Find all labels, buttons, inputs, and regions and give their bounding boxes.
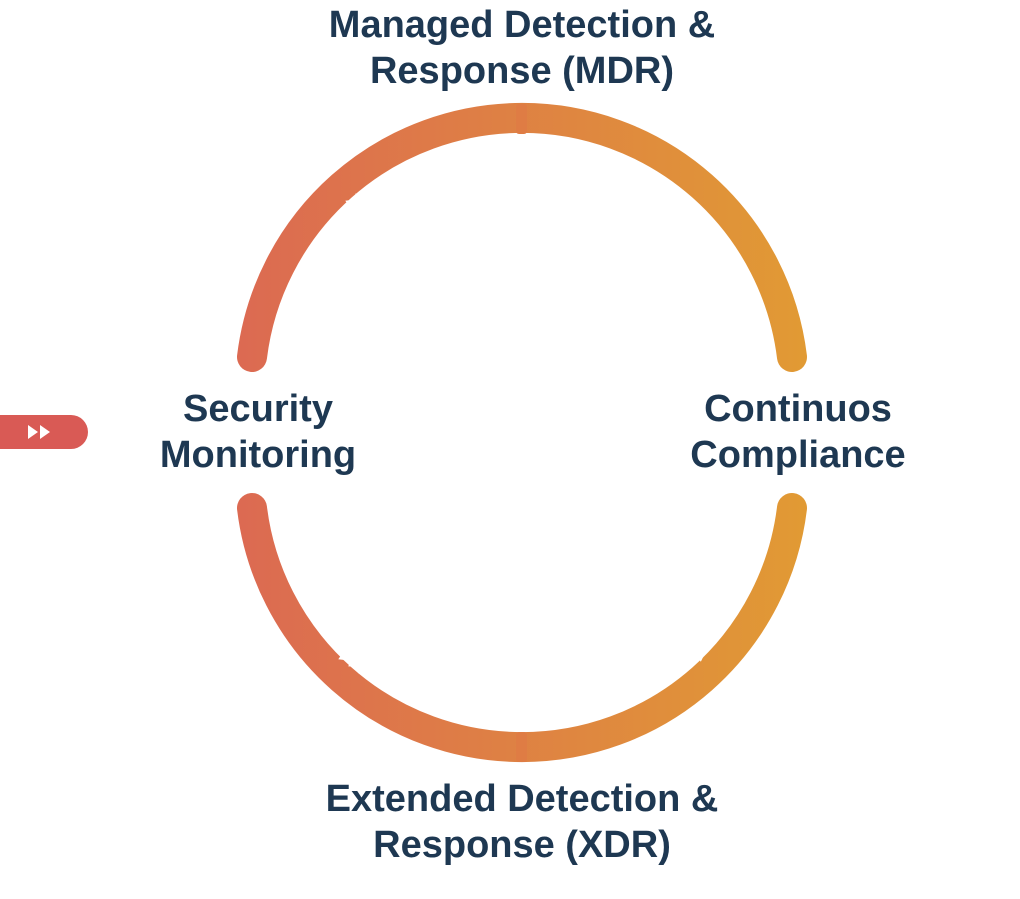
double-chevron-arrow-icon (665, 184, 698, 210)
stage-label-xdr: Extended Detection & Response (XDR) (222, 776, 822, 868)
stage-label-mdr-line1: Managed Detection & (328, 4, 716, 46)
stage-label-compliance: Continuos Compliance (640, 386, 956, 478)
ring-arc-bottom (237, 493, 807, 763)
double-chevron-arrow-icon (345, 185, 378, 211)
stage-label-mdr-line2: Response (MDR) (369, 50, 675, 92)
stage-label-mdr: Managed Detection & Response (MDR) (222, 2, 822, 94)
stage-label-compliance-line2: Compliance (690, 434, 906, 476)
stage-label-monitoring-line1: Security (183, 388, 333, 430)
stage-label-compliance-line1: Continuos (704, 388, 892, 430)
ring-tick-top (516, 104, 527, 134)
entry-tab (0, 415, 88, 449)
double-chevron-arrow-icon (674, 650, 707, 676)
stage-label-xdr-line2: Response (XDR) (373, 824, 671, 866)
fast-forward-icon (28, 425, 50, 439)
double-chevron-arrow-icon (338, 649, 371, 675)
ring-arc-top (237, 102, 807, 372)
stage-label-xdr-line1: Extended Detection & (325, 778, 719, 820)
ring-tick-bottom (516, 732, 527, 762)
stage-label-monitoring: Security Monitoring (110, 386, 406, 478)
stage-label-monitoring-line2: Monitoring (159, 434, 357, 476)
